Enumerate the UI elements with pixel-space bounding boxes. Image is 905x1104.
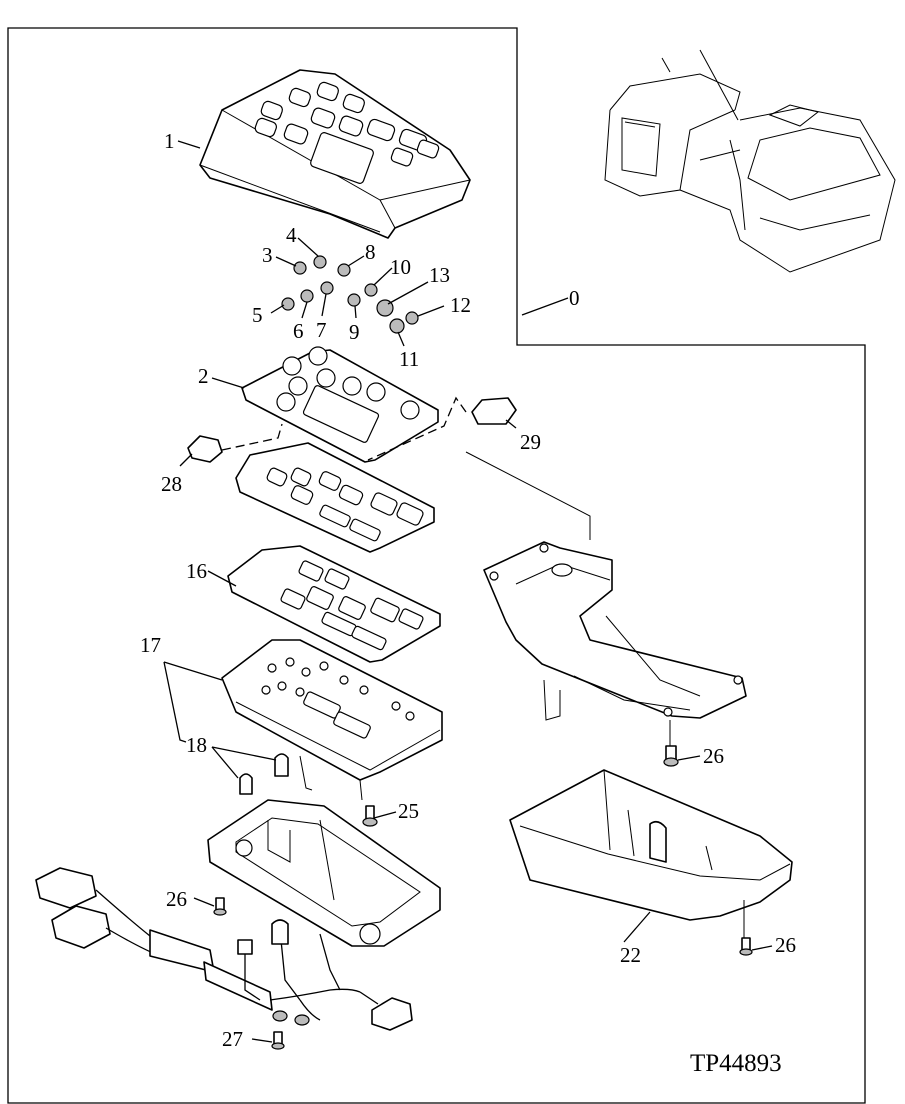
part-9-nut (347, 293, 361, 307)
callout-11: 11 (399, 347, 419, 371)
callout-22: 22 (620, 943, 641, 967)
part-28-pad (187, 423, 283, 463)
callout-8: 8 (365, 240, 376, 264)
callout-28: 28 (161, 472, 182, 496)
callout-9: 9 (349, 320, 360, 344)
part-2-keypad (241, 346, 439, 463)
figure-code: TP44893 (690, 1050, 782, 1077)
part-4-nut (313, 255, 327, 269)
callout-16: 16 (186, 559, 207, 583)
part-27-screw (271, 1031, 285, 1050)
callout-2: 2 (198, 364, 209, 388)
part-29-pad (367, 396, 517, 461)
part-26-screw-left (213, 897, 227, 916)
part-25-screw (362, 805, 378, 827)
leader-lines (163, 140, 773, 1043)
part-18-bulbs (239, 753, 289, 795)
callout-26-lower: 26 (775, 933, 796, 957)
part-1-monitor-cover (199, 69, 471, 239)
part-26-screw-middle (663, 745, 679, 767)
callout-13: 13 (429, 263, 450, 287)
part-16-circuit-board (227, 545, 441, 663)
callout-18: 18 (186, 733, 207, 757)
callout-26-middle: 26 (703, 744, 724, 768)
part-5-nut (281, 297, 295, 311)
callout-17: 17 (140, 633, 161, 657)
part-3-nut (293, 261, 307, 275)
part-monitor-case (207, 799, 441, 947)
callout-10: 10 (390, 255, 411, 279)
callout-26-left: 26 (166, 887, 187, 911)
callout-0: 0 (569, 286, 580, 310)
part-10-nut (364, 283, 378, 297)
part-7-nut (320, 281, 334, 295)
machine-thumbnail (604, 49, 896, 273)
callout-4: 4 (286, 223, 297, 247)
callout-27: 27 (222, 1027, 243, 1051)
part-keypad-frame (235, 442, 435, 553)
callout-3: 3 (262, 243, 273, 267)
part-wire-harness (35, 867, 413, 1031)
callout-7: 7 (316, 318, 327, 342)
part-11-nut (389, 318, 405, 334)
callout-1: 1 (164, 129, 175, 153)
callout-6: 6 (293, 319, 304, 343)
assembly-outline (7, 27, 866, 1104)
callout-12: 12 (450, 293, 471, 317)
part-8-nut (337, 263, 351, 277)
callout-labels: 0 1 4 3 8 10 13 12 5 6 7 9 11 2 28 29 16… (140, 129, 796, 1051)
part-6-nut (300, 289, 314, 303)
callout-5: 5 (252, 303, 263, 327)
part-12-nut (405, 311, 419, 325)
part-17-main-board (221, 639, 443, 801)
part-mounting-bracket (465, 451, 747, 746)
part-22-lower-cover (509, 769, 793, 938)
callout-29: 29 (520, 430, 541, 454)
callout-25: 25 (398, 799, 419, 823)
part-26-screw-lower (739, 937, 753, 956)
